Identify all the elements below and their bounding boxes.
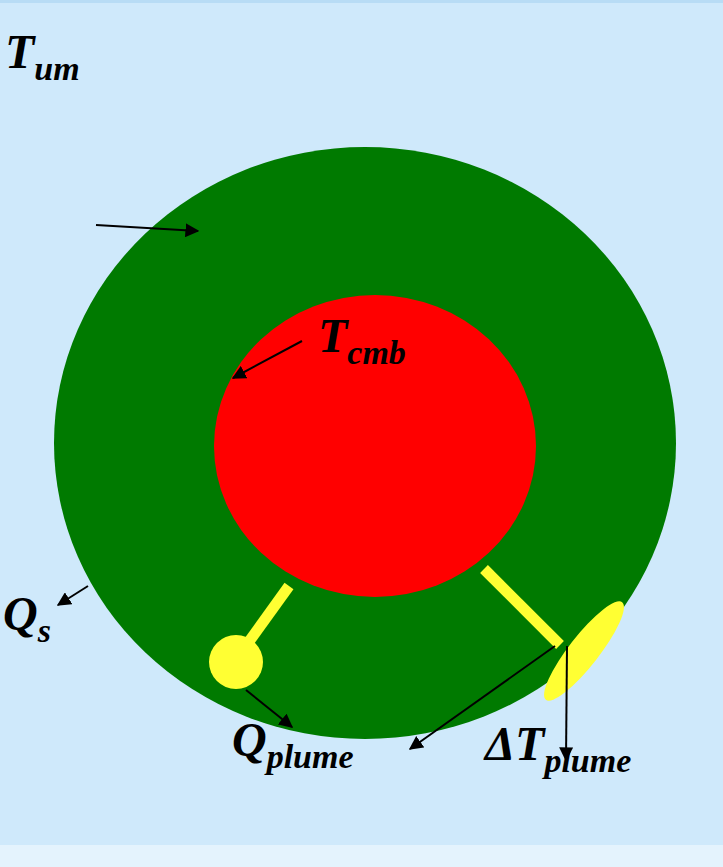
top-edge <box>0 0 723 3</box>
leader-arrow <box>233 341 302 378</box>
core <box>214 295 536 597</box>
plume-head <box>209 635 263 689</box>
symbol-label: Qs <box>3 590 51 648</box>
symbol-label: Qplume <box>232 716 354 774</box>
symbol-label: ΔTplume <box>485 720 631 778</box>
mantle <box>54 147 676 739</box>
symbol-label: Tcmb <box>318 312 406 370</box>
symbol-label: Tum <box>5 28 80 86</box>
leader-arrow <box>96 225 198 231</box>
leader-arrow <box>58 586 88 605</box>
bottom-strip <box>0 845 723 867</box>
plume-stem <box>484 569 560 645</box>
